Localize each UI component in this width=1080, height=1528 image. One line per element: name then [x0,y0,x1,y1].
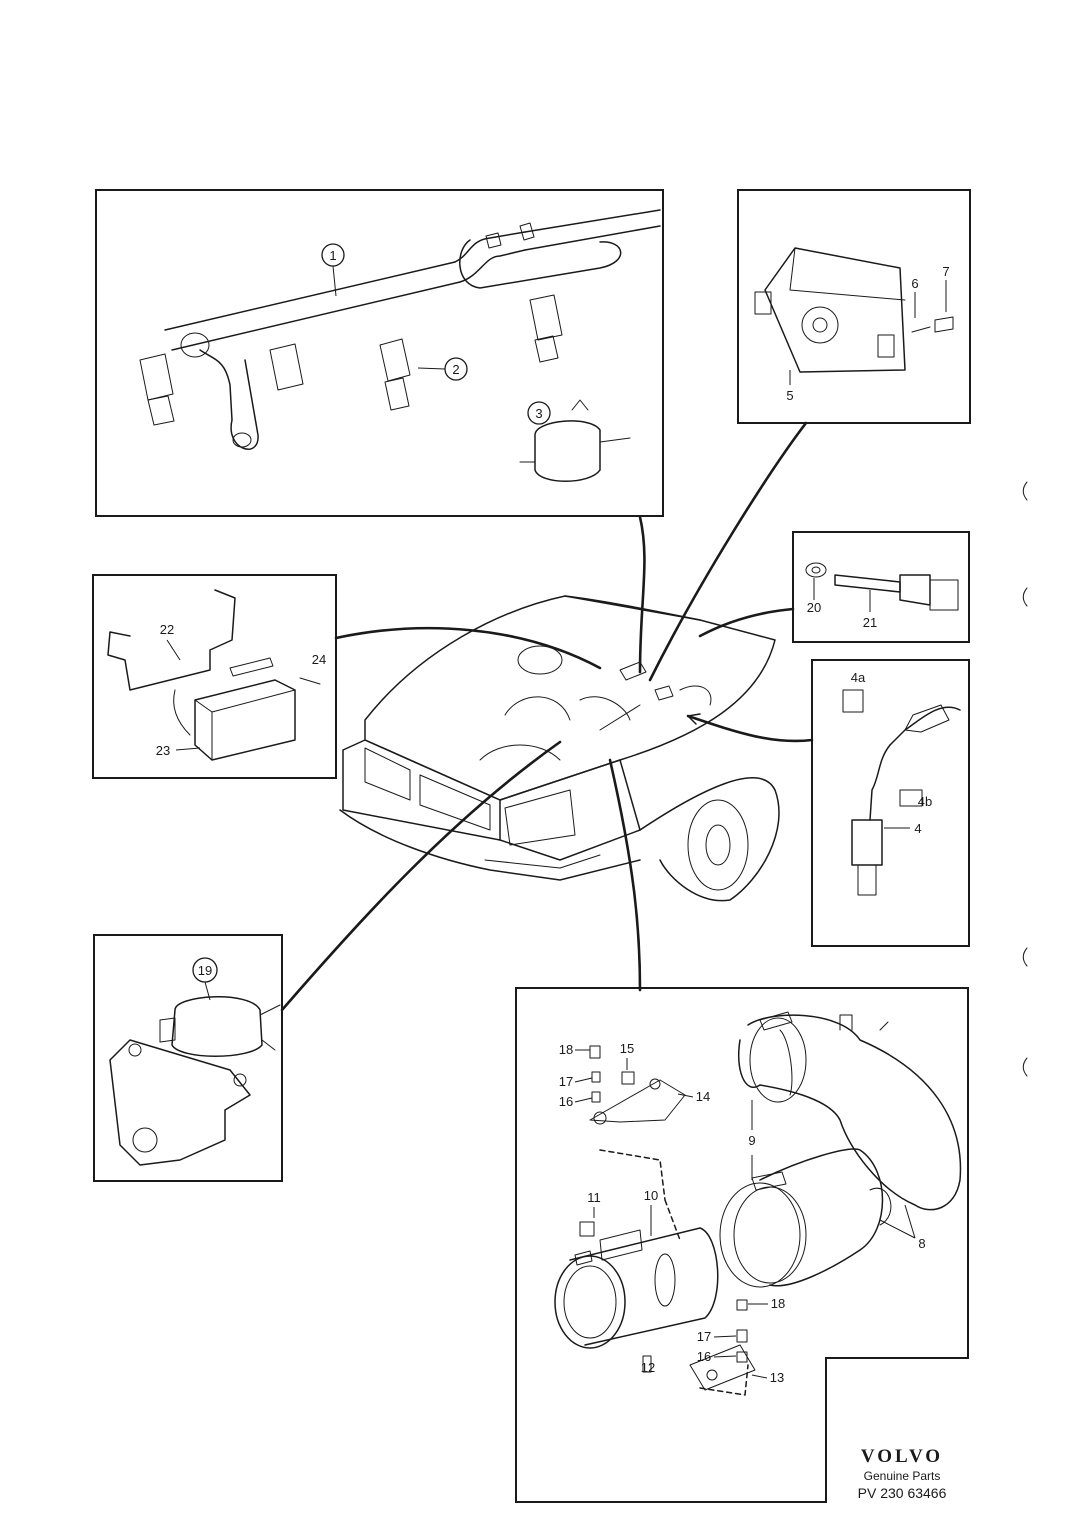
brand-block: VOLVO Genuine Parts PV 230 63466 [858,1446,947,1501]
callout-14: 14 [696,1089,710,1104]
car-illustration [339,595,780,902]
callout-17-top: 17 [559,1074,573,1089]
callout-20: 20 [807,600,821,615]
callout-3: 3 [535,406,542,421]
callout-12: 12 [641,1360,655,1375]
callout-7: 7 [942,264,949,279]
callout-16-bottom: 16 [697,1349,711,1364]
panel-throttle-switch: 5 6 7 [737,189,971,424]
callout-24: 24 [312,652,326,667]
callout-13: 13 [770,1370,784,1385]
callout-21: 21 [863,615,877,630]
panel-control-unit: 22 24 23 [92,574,337,779]
panel-idle-valve: 19 [93,934,283,1182]
callout-17-bottom: 17 [697,1329,711,1344]
callout-8: 8 [918,1236,925,1251]
callout-2: 2 [452,362,459,377]
part-code: PV 230 63466 [858,1485,947,1501]
callout-4: 4 [914,821,921,836]
panel-lambda-sensor: 4a 4b 4 [811,659,970,947]
callout-18-top: 18 [559,1042,573,1057]
panel-fuel-rail: 1 2 3 [95,189,664,517]
connector-lines [280,421,814,1012]
callout-4a: 4a [851,670,866,685]
callout-23: 23 [156,743,170,758]
brand-tagline: Genuine Parts [864,1469,941,1483]
callout-16-top: 16 [559,1094,573,1109]
panel-air-mass-meter: 18 15 17 16 14 9 11 10 8 18 17 16 12 13 [515,987,969,1503]
callout-15: 15 [620,1041,634,1056]
panel-temp-sensor: 20 21 [792,531,970,643]
callout-22: 22 [160,622,174,637]
margin-marks [1022,481,1028,1077]
callout-4b: 4b [918,794,932,809]
callout-6: 6 [911,276,918,291]
callout-11: 11 [587,1190,601,1205]
callout-5: 5 [786,388,793,403]
callout-9: 9 [748,1133,755,1148]
callout-1: 1 [329,248,336,263]
callout-18-bottom: 18 [771,1296,785,1311]
brand-logo: VOLVO [861,1446,943,1467]
callout-10: 10 [644,1188,658,1203]
callout-19: 19 [198,963,212,978]
